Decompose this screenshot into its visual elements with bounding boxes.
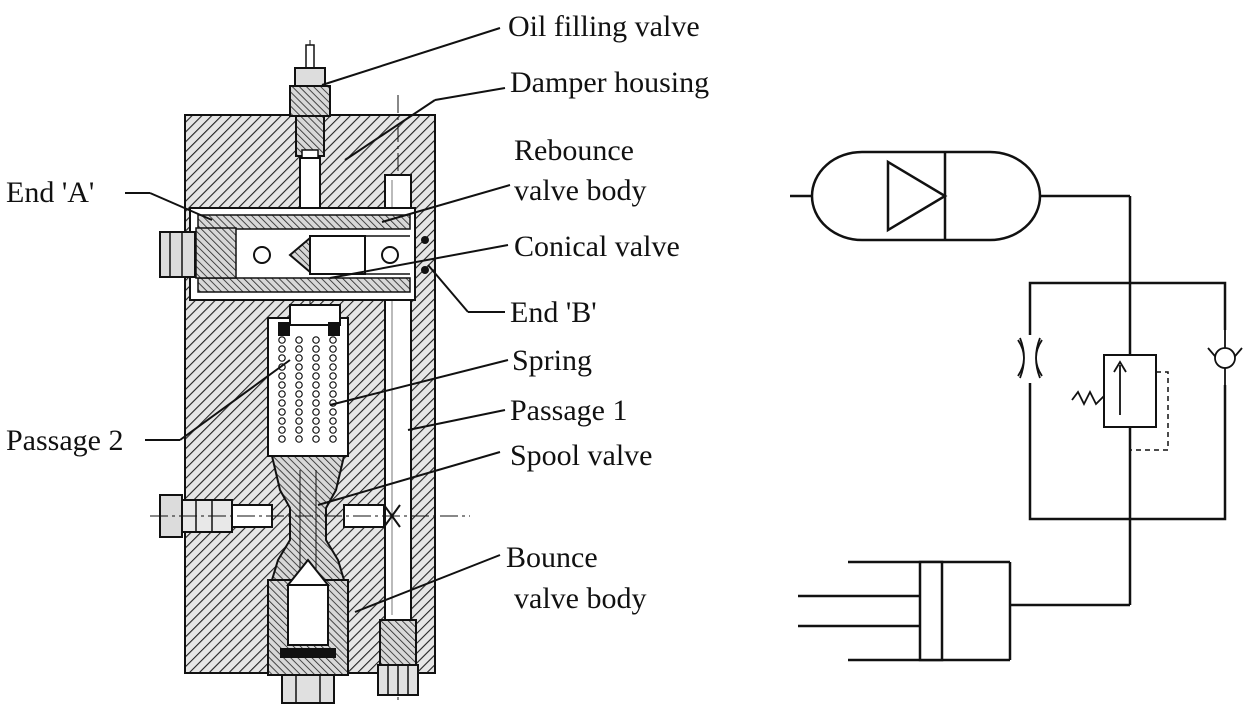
spring-coil	[329, 408, 337, 416]
spring-coil	[278, 435, 286, 443]
spring-coil	[329, 417, 337, 425]
spring-coil	[312, 354, 320, 362]
spring-coil	[329, 345, 337, 353]
spring-coil	[295, 363, 303, 371]
check-valve-symbol	[1207, 330, 1243, 385]
spring-coil	[278, 372, 286, 380]
spring-coil	[278, 354, 286, 362]
spring-coil	[295, 336, 303, 344]
callout-labels: Oil filling valve Damper housing Rebounc…	[6, 10, 709, 615]
spring-coil	[278, 336, 286, 344]
spring-coil	[329, 354, 337, 362]
label-rebounce-line2: valve body	[514, 174, 646, 207]
spring-coil	[329, 390, 337, 398]
label-spring: Spring	[512, 344, 592, 377]
spring-coil	[295, 426, 303, 434]
spring-coil	[278, 345, 286, 353]
label-end-b: End 'B'	[510, 296, 597, 329]
spring-coil	[295, 381, 303, 389]
label-conical-valve: Conical valve	[514, 230, 680, 263]
spring-coil	[312, 417, 320, 425]
parallel-circuit-frame	[1028, 281, 1227, 521]
label-rebounce-line1: Rebounce	[514, 134, 634, 167]
spring-coil	[278, 399, 286, 407]
spring-coil	[295, 399, 303, 407]
spring-coil	[295, 417, 303, 425]
spring-coil	[295, 345, 303, 353]
label-bounce-line1: Bounce	[506, 541, 598, 574]
spring-coil	[329, 426, 337, 434]
label-oil-filling-valve: Oil filling valve	[508, 10, 700, 43]
spring-chamber	[267, 304, 349, 457]
spring-coil	[329, 363, 337, 371]
spring-coil	[312, 381, 320, 389]
spring-coil	[278, 381, 286, 389]
accumulator-symbol	[790, 150, 1042, 242]
spring-coil	[312, 426, 320, 434]
label-spool-valve: Spool valve	[510, 439, 653, 472]
cylinder-symbol	[798, 560, 1130, 662]
spring-coil	[312, 408, 320, 416]
spring-coil	[295, 354, 303, 362]
label-damper-housing: Damper housing	[510, 66, 709, 99]
spring-coil	[329, 336, 337, 344]
orifice-symbol	[1017, 335, 1043, 383]
side-port	[150, 494, 470, 538]
spring	[278, 336, 337, 443]
spring-coil	[295, 408, 303, 416]
label-passage-1: Passage 1	[510, 394, 627, 427]
spring-coil	[329, 381, 337, 389]
relief-valve-symbol	[1071, 354, 1169, 451]
oil-filling-valve	[289, 44, 331, 161]
spring-coil	[278, 417, 286, 425]
spring-coil	[312, 435, 320, 443]
hydraulic-schematic	[790, 150, 1243, 662]
damper-cross-section	[150, 40, 470, 704]
spring-coil	[329, 372, 337, 380]
spring-coil	[312, 345, 320, 353]
bounce-valve-body	[267, 558, 349, 704]
spring-coil	[312, 336, 320, 344]
label-end-a: End 'A'	[6, 176, 94, 209]
spring-coil	[278, 408, 286, 416]
spring-coil	[278, 426, 286, 434]
leader-lines	[125, 27, 511, 613]
spring-coil	[295, 435, 303, 443]
spring-coil	[295, 390, 303, 398]
spring-coil	[312, 372, 320, 380]
spring-coil	[312, 399, 320, 407]
spring-coil	[295, 372, 303, 380]
label-passage-2: Passage 2	[6, 424, 123, 457]
spring-coil	[312, 390, 320, 398]
label-bounce-line2: valve body	[514, 582, 646, 615]
spring-coil	[278, 390, 286, 398]
rebounce-valve-body	[159, 207, 429, 301]
spring-coil	[312, 363, 320, 371]
conical-valve	[288, 235, 410, 275]
spring-coil	[329, 435, 337, 443]
